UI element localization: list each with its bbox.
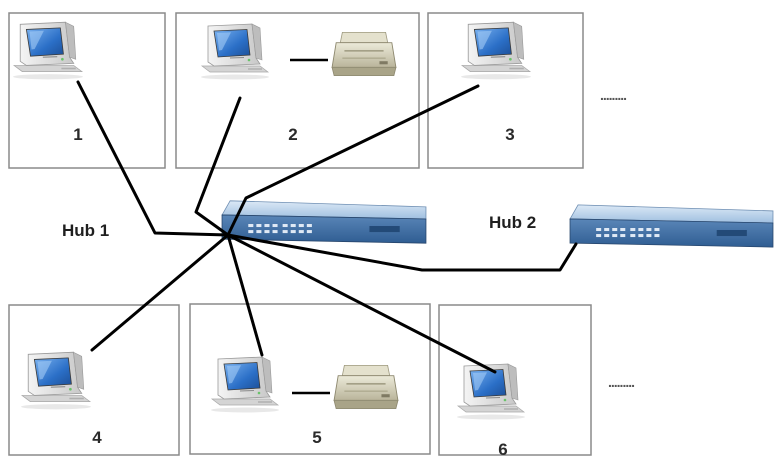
- hub-2-device: [569, 204, 774, 248]
- station-label-1: 1: [73, 125, 82, 144]
- station-label-4: 4: [92, 428, 102, 447]
- continuation-dots-bottom: .........: [608, 374, 634, 390]
- station-label-2: 2: [288, 125, 297, 144]
- printer-icon: [333, 364, 399, 410]
- cable-station-2: [194, 96, 242, 237]
- station-box-1: 1: [8, 12, 166, 169]
- continuation-dots-top: .........: [600, 87, 626, 103]
- computer-icon: [200, 23, 270, 80]
- cable-station-4: [90, 233, 230, 352]
- computer-icon: [460, 21, 532, 80]
- hub-2-label: Hub 2: [489, 213, 536, 232]
- station-box-2: 2: [175, 12, 420, 169]
- station-label-5: 5: [312, 428, 321, 447]
- computer-icon: [456, 363, 526, 420]
- cable-station-5: [226, 233, 264, 357]
- network-cables: [76, 80, 578, 374]
- printer-icon: [331, 31, 397, 77]
- cable-station-1: [76, 80, 230, 237]
- station-box-6: 6: [438, 304, 592, 459]
- station-label-3: 3: [505, 125, 514, 144]
- computer-icon: [20, 351, 92, 410]
- cable-station-6: [226, 233, 497, 374]
- hub-1-label: Hub 1: [62, 221, 109, 240]
- station-box-4: 4: [8, 304, 180, 456]
- station-box-3: 3: [427, 12, 584, 169]
- hub-1-device: [221, 200, 427, 244]
- computer-icon: [210, 356, 280, 413]
- station-box-5: 5: [189, 303, 431, 455]
- station-label-6: 6: [498, 440, 507, 459]
- cable-hub-link: [226, 233, 578, 272]
- cable-station-3: [226, 84, 480, 237]
- computer-icon: [12, 21, 84, 80]
